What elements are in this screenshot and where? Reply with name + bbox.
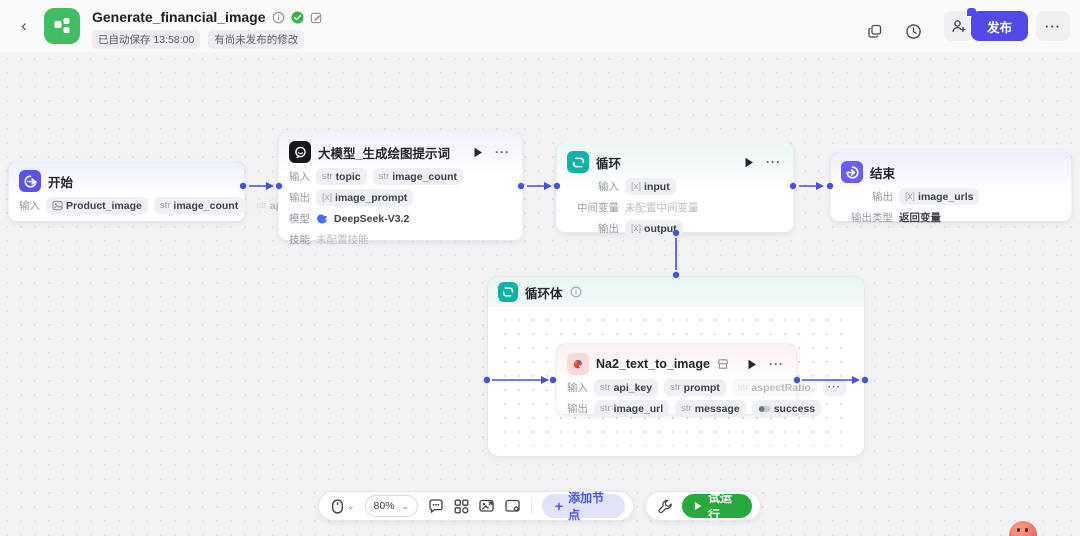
image-type-icon xyxy=(52,200,63,211)
chevron-down-icon: ⌄ xyxy=(401,500,409,511)
publish-button[interactable]: 发布 xyxy=(970,11,1028,41)
autosave-badge: 已自动保存 13:58:00 xyxy=(92,30,201,49)
param-tag[interactable]: [x]input xyxy=(625,178,676,195)
canvas-frame-button[interactable] xyxy=(505,499,521,513)
node-loop[interactable]: 循环 ··· 输入 [x]input 中间变量 未配置中间变量 输出 [x]ou… xyxy=(556,141,794,237)
na2-plugin-icon xyxy=(567,353,589,375)
start-input-row: 输入 Product_image str image_count str ap … xyxy=(19,197,318,214)
node-title: 开始 xyxy=(48,175,74,190)
unpublished-badge: 有尚未发布的修改 xyxy=(208,30,305,49)
deepseek-model-icon xyxy=(317,213,327,223)
run-node-icon[interactable] xyxy=(741,154,757,170)
top-header: ‹ Generate_financial_image xyxy=(0,0,1080,52)
param-tag[interactable]: [x]image_prompt xyxy=(316,189,414,206)
saved-check-icon xyxy=(291,11,303,23)
node-more-icon[interactable]: ··· xyxy=(495,145,510,159)
history-icon[interactable] xyxy=(898,16,928,46)
loop-input-row: 输入 [x]input xyxy=(567,178,783,195)
node-title: Na2_text_to_image xyxy=(596,357,710,371)
run-toolbar: 试运行 xyxy=(645,491,761,522)
interaction-mode-selector[interactable]: ⌄ xyxy=(331,498,355,514)
llm-skill-row: 技能 未配置技能 xyxy=(289,234,369,246)
loop-body-title: 循环体 xyxy=(525,286,563,301)
loop-body-header: 循环体 xyxy=(488,277,864,307)
back-button[interactable]: ‹ xyxy=(21,16,27,35)
assistant-mascot[interactable] xyxy=(1009,521,1037,536)
node-more-icon[interactable]: ··· xyxy=(766,155,781,169)
comment-button[interactable] xyxy=(428,498,444,514)
chevron-down-icon: ⌄ xyxy=(347,500,355,511)
plus-icon: + xyxy=(554,498,564,514)
run-node-icon[interactable] xyxy=(744,356,760,372)
duplicate-button[interactable] xyxy=(860,16,890,46)
param-tag[interactable]: str image_count xyxy=(153,197,245,214)
node-title: 大模型_生成绘图提示词 xyxy=(318,146,450,161)
toolbar-divider xyxy=(530,498,532,514)
param-tag[interactable]: Product_image xyxy=(46,197,148,214)
node-more-icon[interactable]: ··· xyxy=(769,357,784,371)
edit-icon[interactable] xyxy=(310,11,323,24)
play-icon xyxy=(694,502,702,510)
info-icon[interactable] xyxy=(272,11,285,24)
loop-node-icon xyxy=(567,151,589,173)
header-more-button[interactable]: ··· xyxy=(1036,11,1070,41)
run-node-icon[interactable] xyxy=(470,144,486,160)
zoom-select[interactable]: 80% ⌄ xyxy=(364,495,418,517)
end-node-icon xyxy=(841,161,863,183)
add-node-button[interactable]: + 添加节点 xyxy=(541,491,625,522)
auto-layout-button[interactable] xyxy=(454,499,469,514)
end-output-row: 输出 [x]image_urls xyxy=(841,188,1061,205)
llm-model-row: 模型 DeepSeek-V3.2 xyxy=(289,212,410,226)
share-nodes-glyph xyxy=(54,18,70,33)
loop-icon xyxy=(498,282,518,302)
collaborate-button[interactable] xyxy=(944,7,977,41)
debug-tools-icon[interactable] xyxy=(658,499,673,514)
canvas-toolbar: ⌄ 80% ⌄ + 添加节点 xyxy=(318,491,634,522)
loop-midvar-row: 中间变量 未配置中间变量 xyxy=(577,202,699,214)
loop-output-row: 输出 [x]output xyxy=(567,220,783,237)
start-node-icon xyxy=(19,170,41,192)
title-block: Generate_financial_image 已自动保存 13:58:00 … xyxy=(92,9,323,49)
person-add-icon xyxy=(952,20,966,33)
param-tag[interactable]: [x]image_urls xyxy=(899,188,980,205)
node-start[interactable]: 开始 输入 Product_image str image_count str … xyxy=(8,160,318,222)
llm-node-icon xyxy=(289,141,311,163)
mouse-icon xyxy=(331,498,344,514)
test-run-button[interactable]: 试运行 xyxy=(682,491,752,522)
llm-output-row: 输出 [x]image_prompt xyxy=(289,189,512,206)
node-end[interactable]: 结束 输出 [x]image_urls 输出类型 返回变量 xyxy=(830,151,1072,224)
param-tag[interactable]: [x]output xyxy=(625,220,683,237)
plugin-store-icon xyxy=(717,359,729,369)
loop-body-info-icon[interactable] xyxy=(570,286,582,298)
boolean-type-icon xyxy=(758,405,771,412)
workflow-title: Generate_financial_image xyxy=(92,9,266,25)
node-title: 结束 xyxy=(870,166,896,181)
screenshot-button[interactable] xyxy=(479,499,495,513)
workflow-app-icon xyxy=(44,8,80,44)
node-title: 循环 xyxy=(596,156,622,171)
more-params-icon[interactable]: ··· xyxy=(822,379,846,396)
end-output-type-row: 输出类型 返回变量 xyxy=(851,212,941,224)
param-tag[interactable]: success xyxy=(751,400,822,417)
